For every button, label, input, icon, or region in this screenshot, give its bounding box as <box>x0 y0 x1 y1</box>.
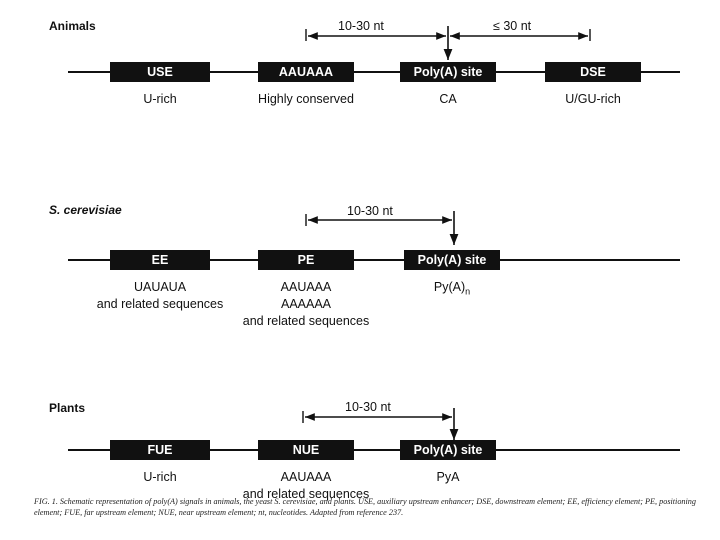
animals-polya-label: CA <box>439 92 457 106</box>
yeast-pe-label: AAUAAA AAAAAA and related sequences <box>242 280 370 328</box>
yeast-dna-line <box>68 259 680 261</box>
plants-nue-box: NUE <box>258 440 354 460</box>
plants-title: Plants <box>49 401 86 415</box>
animals-dna-line <box>68 71 680 73</box>
animals-use-box: USE <box>110 62 210 82</box>
animals-dse-box: DSE <box>545 62 641 82</box>
plants-fue-label: U-rich <box>143 470 177 484</box>
plants-dna-line <box>68 449 680 451</box>
yeast-span-arrows <box>305 211 459 245</box>
animals-aauaaa-box: AAUAAA <box>258 62 354 82</box>
plants-nue-label: AAUAAA and related sequences <box>242 470 370 501</box>
animals-span-label-2: ≤ 30 nt <box>490 19 535 33</box>
yeast-polya-label-text: Py(A) <box>433 280 466 294</box>
animals-span-label-1: 10-30 nt <box>335 19 387 33</box>
plants-span-label: 10-30 nt <box>342 400 394 414</box>
yeast-polya-label-subscript: n <box>465 286 471 297</box>
animals-dse-label: U/GU-rich <box>565 92 621 106</box>
plants-polya-label: PyA <box>436 470 460 484</box>
yeast-title: S. cerevisiae <box>49 203 122 217</box>
plants-span-arrows <box>302 408 459 440</box>
yeast-span-label: 10-30 nt <box>344 204 396 218</box>
yeast-ee-label: UAUAUA and related sequences <box>96 280 224 311</box>
animals-span-arrows <box>305 26 591 60</box>
yeast-polya-box: Poly(A) site <box>404 250 500 270</box>
animals-title: Animals <box>49 19 96 33</box>
plants-polya-box: Poly(A) site <box>400 440 496 460</box>
yeast-ee-box: EE <box>110 250 210 270</box>
yeast-polya-label: Py(A)n <box>404 279 500 301</box>
animals-aauaaa-label: Highly conserved <box>258 92 354 106</box>
animals-polya-box: Poly(A) site <box>400 62 496 82</box>
yeast-pe-box: PE <box>258 250 354 270</box>
plants-fue-box: FUE <box>110 440 210 460</box>
figure-caption: FIG. 1. Schematic representation of poly… <box>34 497 696 517</box>
animals-use-label: U-rich <box>143 92 177 106</box>
